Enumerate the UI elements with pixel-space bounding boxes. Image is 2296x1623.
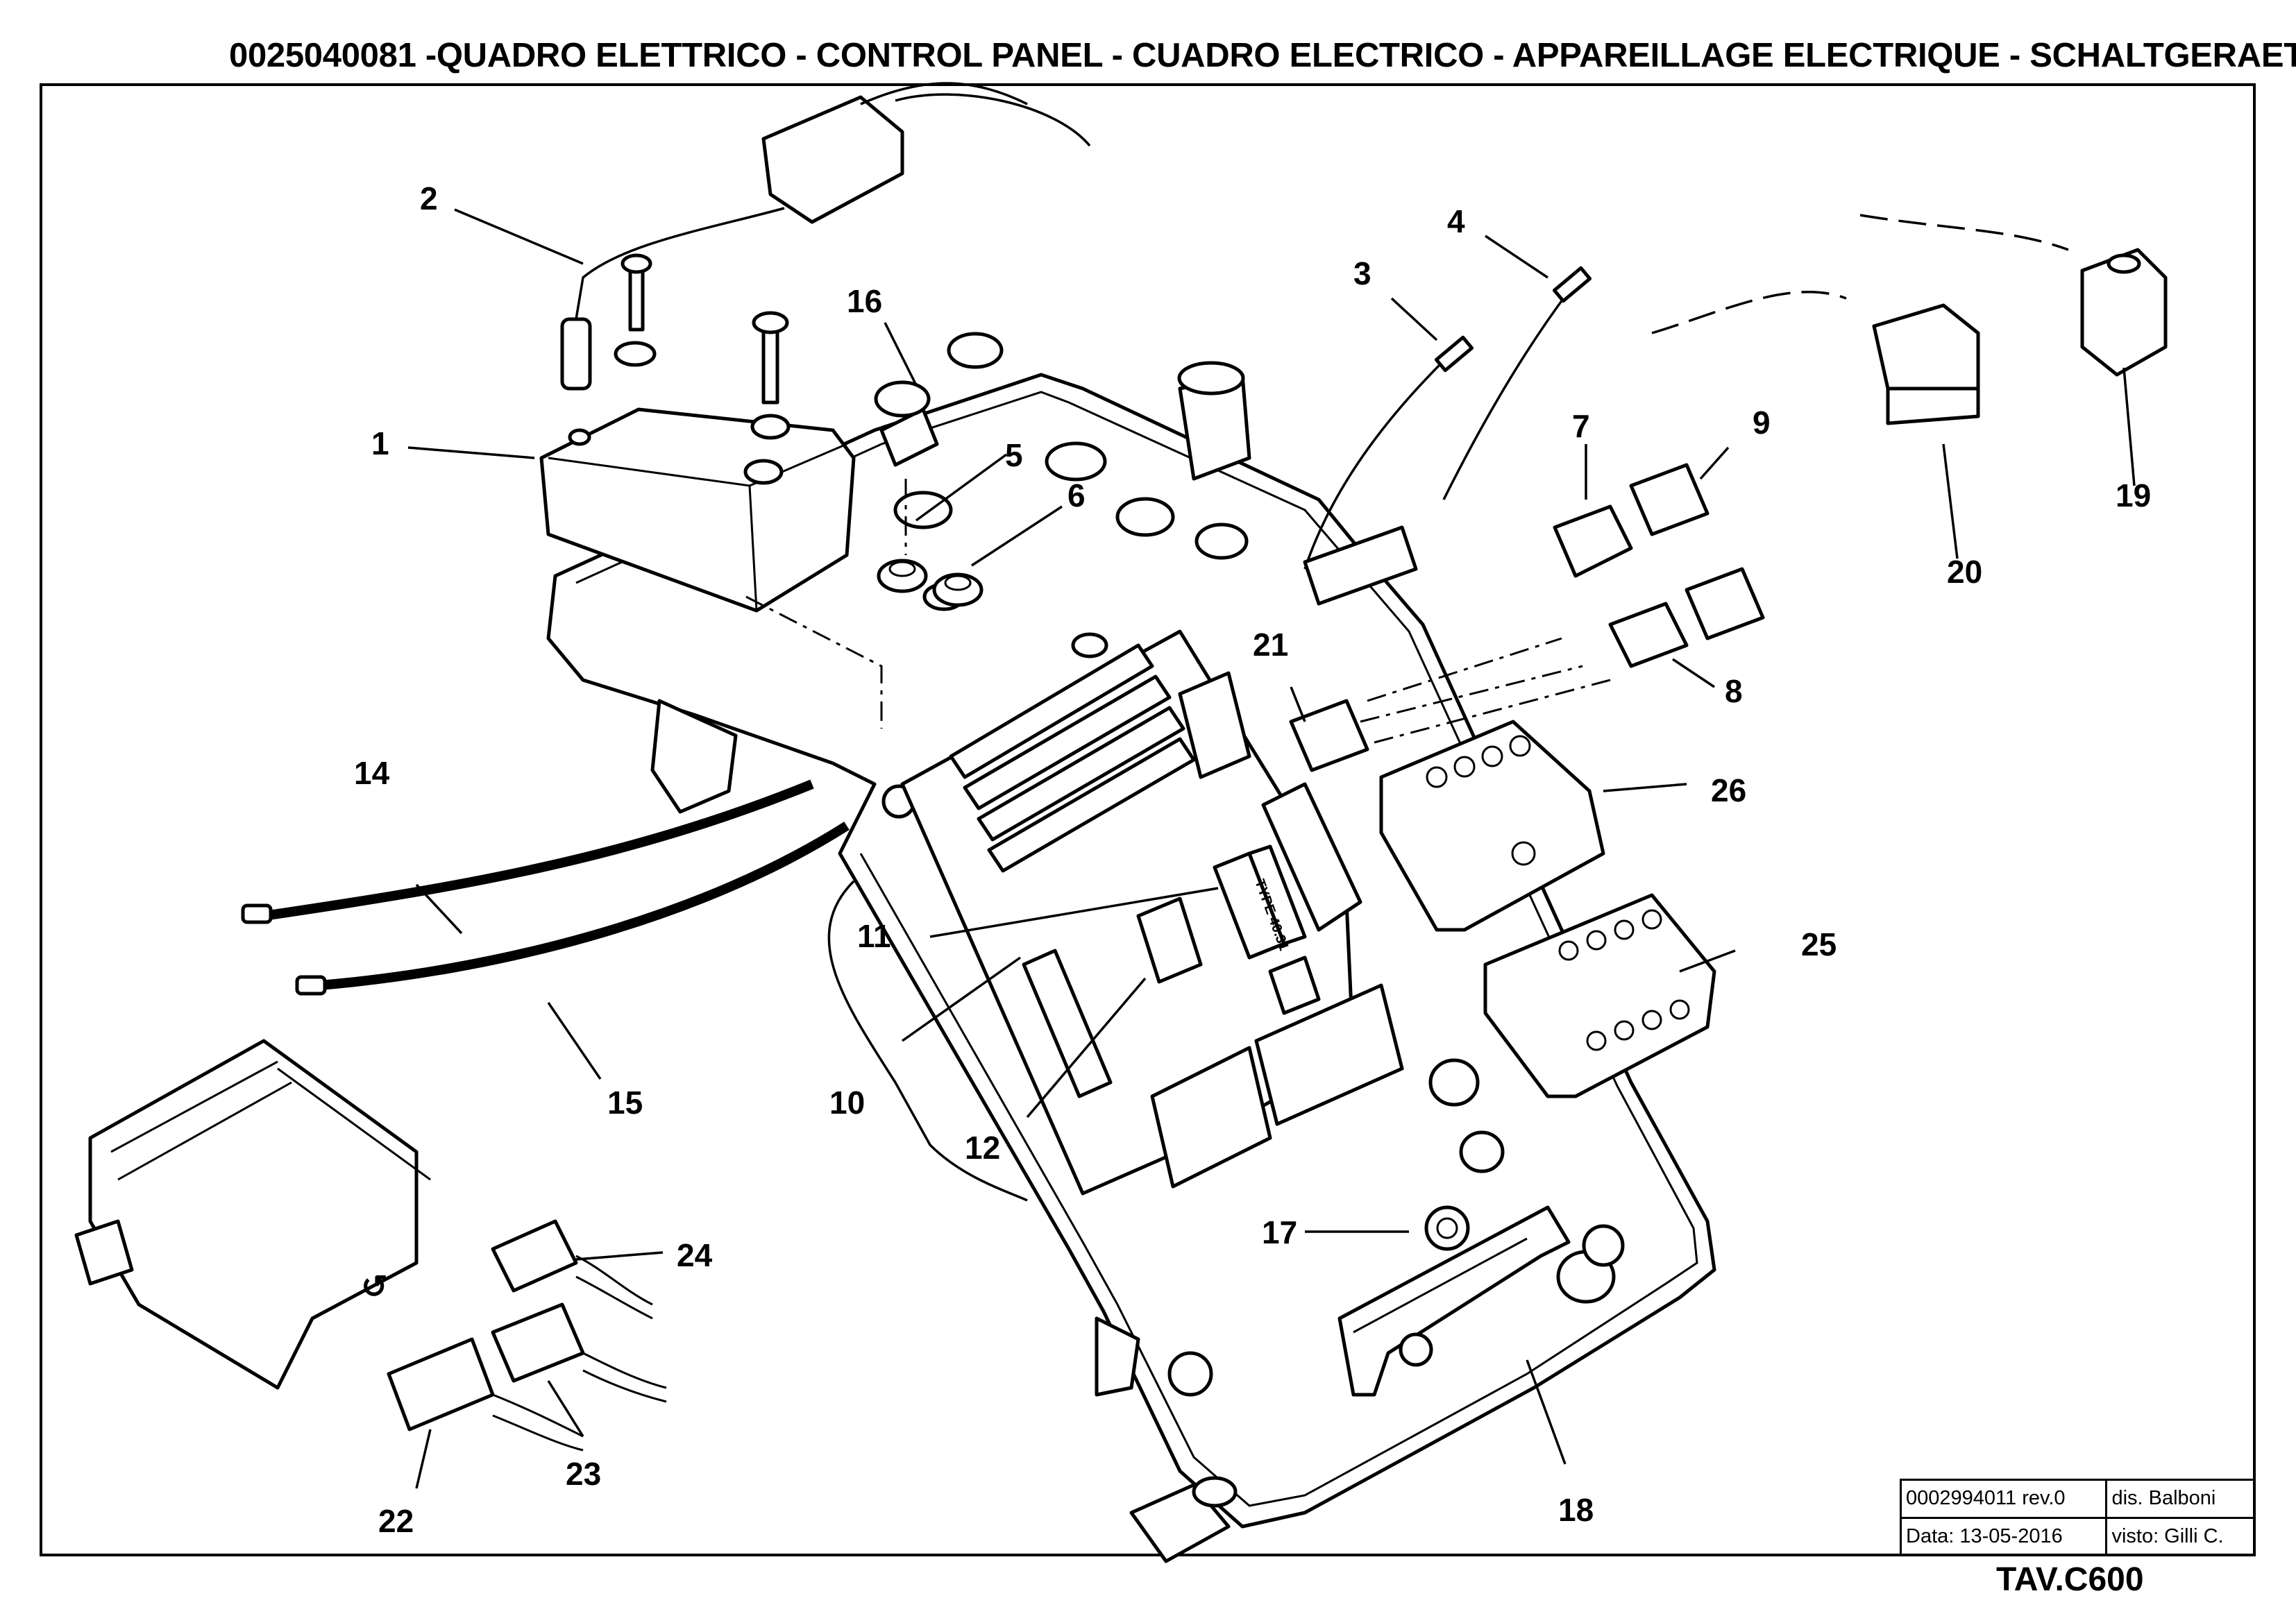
callout-2: 2 [420, 180, 438, 216]
connector-7 [1553, 504, 1633, 578]
contactor-26 [1379, 720, 1605, 932]
table-code: TAV.C600 [1996, 1561, 2144, 1598]
checked-by: visto: Gilli C. [2105, 1516, 2256, 1556]
relay-type-40-31: TYPE 40.31 [1213, 844, 1307, 960]
screws-and-washers [614, 253, 791, 440]
connector-9 [1629, 463, 1765, 640]
callout-20: 20 [1947, 554, 1982, 590]
callout-4: 4 [1447, 203, 1465, 239]
callout-24: 24 [677, 1237, 713, 1273]
connector-21 [1289, 699, 1369, 772]
callout-11: 11 [857, 918, 891, 954]
fitting-bottom [1129, 1476, 1238, 1563]
bracket-18 [1337, 1205, 1625, 1397]
cable-15 [295, 822, 850, 996]
callout-18: 18 [1558, 1492, 1594, 1528]
terminal-strip-top [949, 643, 1196, 873]
screw-17 [1424, 1205, 1470, 1251]
control-board: TYPE 40.31 [900, 629, 1404, 1196]
contactor-25 [1483, 893, 1716, 1098]
plug-24 [491, 1219, 653, 1320]
callout-12: 12 [965, 1130, 1000, 1166]
probe-wires-3-4 [1303, 266, 1592, 606]
cable-14 [241, 779, 814, 924]
ignition-cable-2 [560, 82, 1091, 391]
callout-6: 6 [1067, 477, 1086, 513]
assembly-line [745, 595, 883, 729]
callout-26: 26 [1711, 772, 1746, 808]
callout-1: 1 [371, 425, 389, 461]
connector-8 [1608, 602, 1689, 668]
callout-19: 19 [2116, 477, 2151, 513]
drawn-by: dis. Balboni [2105, 1479, 2256, 1519]
callout-15: 15 [607, 1085, 643, 1121]
title-block: 0002994011 rev.0 dis. Balboni Data: 13-0… [1899, 1479, 2256, 1556]
callout-17: 17 [1262, 1214, 1297, 1250]
callout-21: 21 [1253, 627, 1288, 663]
drawing-number: 0002994011 rev.0 [1899, 1479, 2108, 1519]
callout-16: 16 [847, 283, 882, 319]
control-unit-box: ↺ [74, 1039, 431, 1390]
selector-mark: ↺ [361, 1268, 388, 1305]
leader-lines [407, 208, 2136, 1489]
page-title: 0025040081 -QUADRO ELETTRICO - CONTROL P… [229, 37, 2296, 74]
callout-3: 3 [1353, 255, 1371, 291]
solenoid-connector-19 [1859, 214, 2168, 377]
callout-10: 10 [829, 1085, 865, 1121]
drawing-frame [40, 83, 2256, 1556]
plug-22 [387, 1337, 584, 1452]
callout-9: 9 [1753, 405, 1771, 441]
callout-7: 7 [1572, 408, 1590, 444]
callout-8: 8 [1725, 673, 1743, 709]
callout-labels: 1 2 3 4 5 6 7 8 9 10 11 12 14 15 16 17 1… [354, 180, 2151, 1539]
ignition-transformer-1 [539, 407, 856, 613]
solenoid-connector-20 [1651, 291, 1980, 425]
grommets-5-6 [877, 559, 984, 607]
drawing-date: Data: 13-05-2016 [1899, 1516, 2108, 1556]
callout-22: 22 [378, 1503, 414, 1539]
plug-23 [491, 1302, 667, 1403]
callout-5: 5 [1005, 437, 1023, 473]
cable-gland [1177, 361, 1251, 481]
callout-14: 14 [354, 755, 390, 791]
callout-23: 23 [566, 1456, 601, 1492]
callout-25: 25 [1801, 926, 1837, 962]
assembly-line [1360, 637, 1611, 744]
ignition-connector-16 [874, 332, 1004, 467]
